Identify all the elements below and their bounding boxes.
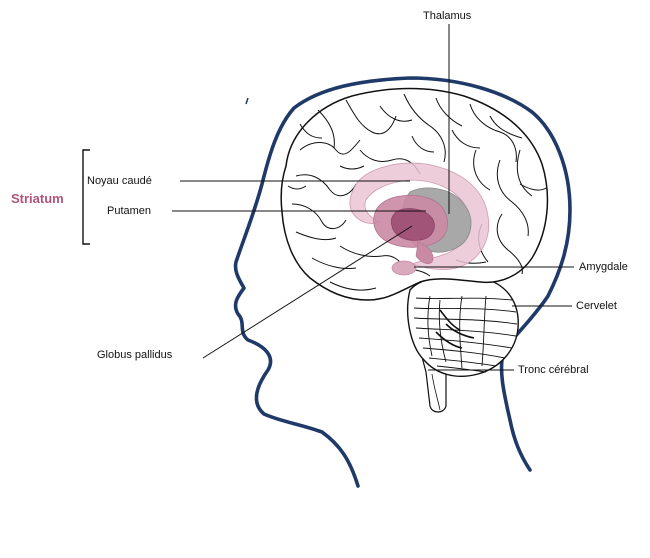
brain-stem-line: [431, 373, 441, 411]
head-tick-mark: [245, 97, 249, 105]
label-noyau-caude: Noyau caudé: [87, 175, 152, 187]
leader-lines: [172, 24, 574, 371]
amygdala: [391, 260, 417, 276]
striatum-bracket: [82, 149, 90, 245]
cerebellum: [407, 274, 519, 378]
label-tronc-cerebral: Tronc cérébral: [518, 364, 589, 376]
label-cervelet: Cervelet: [576, 300, 617, 312]
label-amygdale: Amygdale: [579, 261, 628, 273]
head-outline: [233, 76, 572, 488]
label-thalamus: Thalamus: [423, 10, 472, 22]
label-globus-pallidus: Globus pallidus: [97, 349, 173, 361]
globus-pallidus-leader: [202, 225, 413, 359]
lentiform-tail: [415, 241, 434, 264]
label-striatum: Striatum: [11, 191, 64, 206]
label-putamen: Putamen: [107, 205, 152, 217]
